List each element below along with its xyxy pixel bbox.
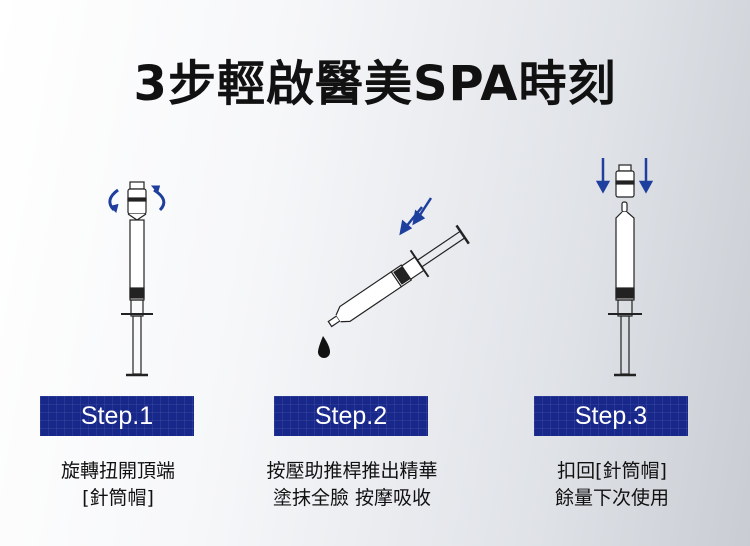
press-arrows-icon bbox=[399, 197, 433, 236]
syringe-step1-illustration bbox=[121, 181, 153, 377]
rotate-arrows-icon bbox=[108, 185, 166, 213]
down-arrows-icon bbox=[595, 158, 654, 194]
step-1-description: 旋轉扭開頂端 [針筒帽] bbox=[0, 458, 248, 512]
step-2-line1: 按壓助推桿推出精華 bbox=[266, 460, 438, 482]
droplet-icon bbox=[318, 336, 330, 358]
step-3-description: 扣回[針筒帽] 餘量下次使用 bbox=[482, 458, 742, 512]
step-1-line1: 旋轉扭開頂端 bbox=[60, 460, 175, 482]
step-2-badge: Step.2 bbox=[274, 396, 428, 436]
step-3-line1: 扣回[針筒帽] bbox=[557, 460, 667, 482]
syringe-step3-illustration bbox=[608, 164, 642, 377]
step-3-badge: Step.3 bbox=[534, 396, 688, 436]
page-title: 3步輕啟醫美SPA時刻 bbox=[133, 56, 617, 112]
step-2-description: 按壓助推桿推出精華 塗抹全臉 按摩吸收 bbox=[222, 458, 482, 512]
step-1-line2: [針筒帽] bbox=[82, 487, 154, 509]
step-2-line2: 塗抹全臉 按摩吸收 bbox=[272, 487, 432, 509]
step-1-badge: Step.1 bbox=[40, 396, 194, 436]
step-3-line2: 餘量下次使用 bbox=[554, 487, 669, 509]
syringe-step2-illustration bbox=[327, 224, 470, 328]
